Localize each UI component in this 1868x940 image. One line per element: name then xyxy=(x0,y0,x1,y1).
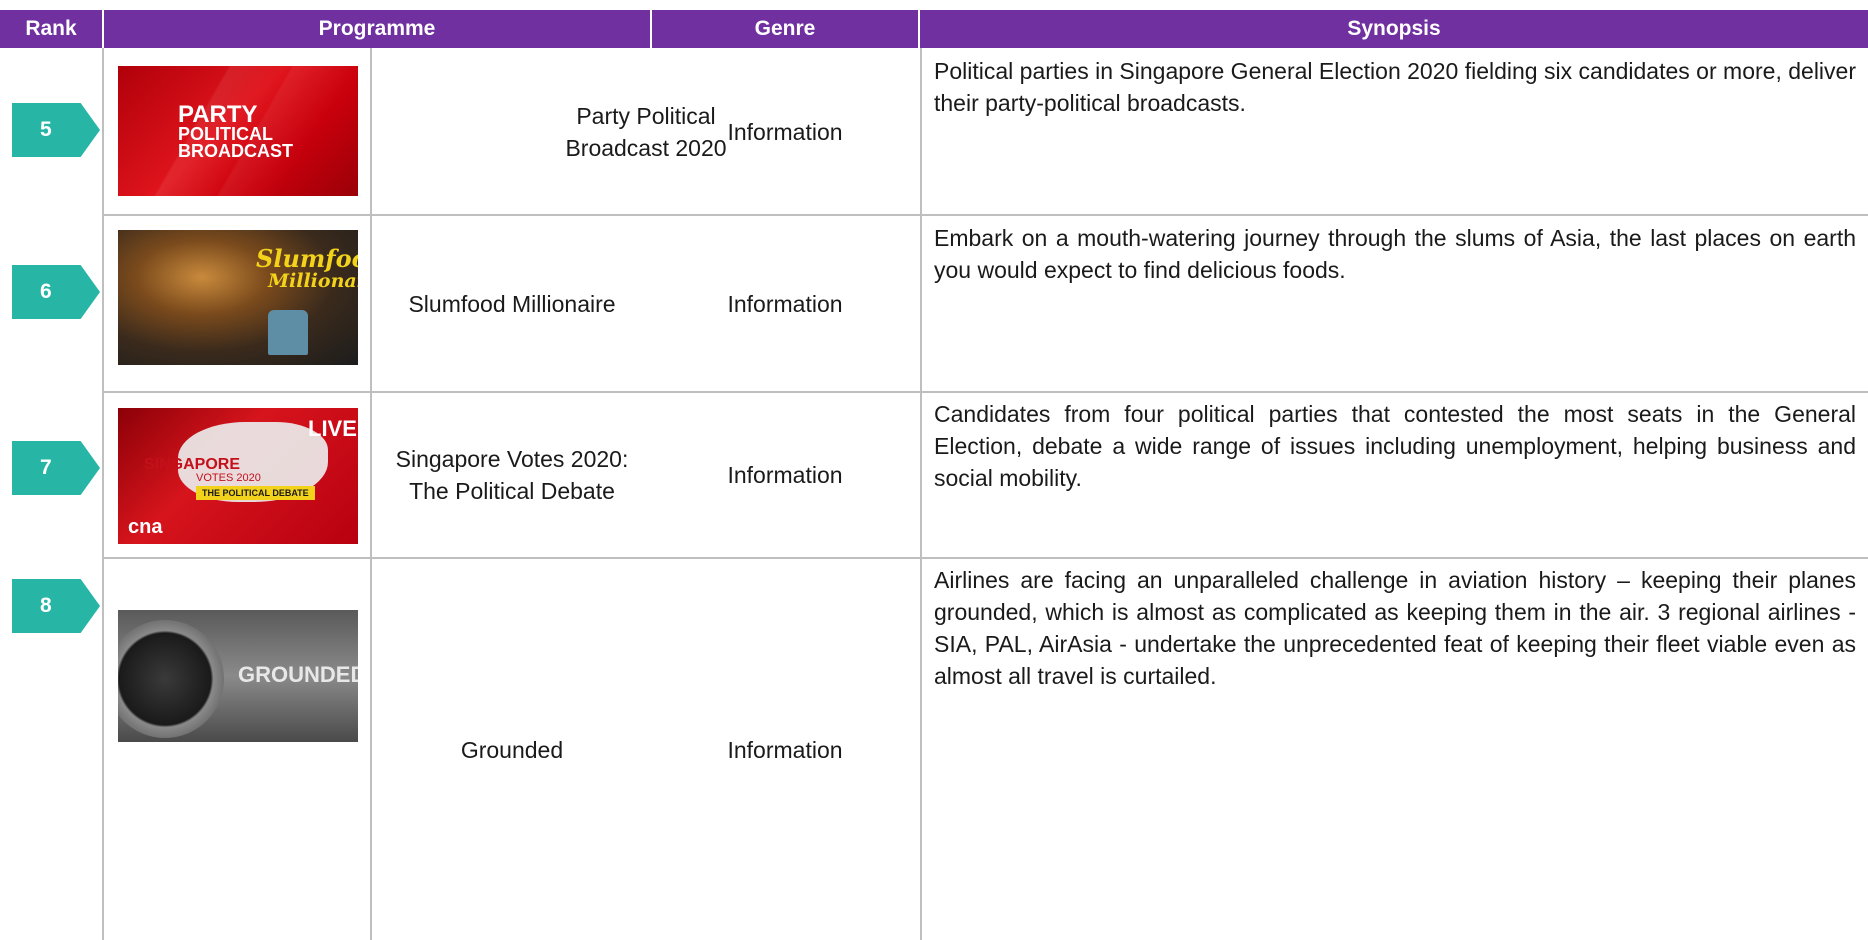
programme-name-text: Party Political Broadcast 2020 xyxy=(565,103,727,161)
header-divider xyxy=(102,10,104,48)
programme-name-text: Singapore Votes 2020: The Political Deba… xyxy=(395,446,629,504)
thumbnail-singapore-votes[interactable]: LIVE SINGAPORE VOTES 2020 THE POLITICAL … xyxy=(118,408,358,544)
thumbnail-slumfood-millionaire[interactable]: Slumfood Millionaire xyxy=(118,230,358,365)
programme-name: Slumfood Millionaire xyxy=(408,290,616,317)
grid-line xyxy=(102,48,104,940)
grid-line xyxy=(104,557,1868,559)
thumbnail-title-line: Millionaire xyxy=(268,270,358,292)
rank-badge: 8 xyxy=(12,579,100,633)
synopsis-text: Candidates from four political parties t… xyxy=(934,401,1856,491)
thumbnail-title-line: BROADCAST xyxy=(178,141,293,161)
synopsis-text: Embark on a mouth-watering journey throu… xyxy=(934,225,1856,283)
thumbnail-title-line: PARTY xyxy=(178,101,258,128)
thumbnail-title-line: SINGAPORE xyxy=(144,456,241,473)
cna-logo: cna xyxy=(128,516,163,538)
grid-line xyxy=(370,48,372,940)
genre-value: Information xyxy=(727,462,843,488)
rank-badge: 6 xyxy=(12,265,100,319)
thumbnail-title-line: THE POLITICAL DEBATE xyxy=(196,486,315,500)
programme-name: Singapore Votes 2020: The Political Deba… xyxy=(372,393,652,557)
thumbnail-party-political-broadcast[interactable]: PARTY POLITICAL BROADCAST xyxy=(118,66,358,196)
header-divider xyxy=(650,10,652,48)
thumbnail-live-label: LIVE xyxy=(308,416,357,441)
header-rank: Rank xyxy=(25,17,77,40)
thumbnail-title-line: GROUNDED xyxy=(238,662,358,687)
genre-value: Information xyxy=(727,290,843,317)
header-programme: Programme xyxy=(318,17,436,40)
genre-value: Information xyxy=(727,736,843,763)
thumbnail-title-line: Slumfood xyxy=(256,244,358,273)
table-header xyxy=(0,10,1868,48)
header-genre: Genre xyxy=(754,17,816,40)
genre-value: Information xyxy=(727,119,843,145)
rank-badge: 5 xyxy=(12,103,100,157)
synopsis-text: Airlines are facing an unparalleled chal… xyxy=(934,567,1856,689)
programme-name: Party Political Broadcast 2020 xyxy=(372,50,920,214)
thumbnail-title-line: POLITICAL xyxy=(178,124,273,144)
grid-line xyxy=(104,391,1868,393)
header-synopsis: Synopsis xyxy=(1347,17,1441,40)
grid-line xyxy=(104,214,1868,216)
rank-badge: 7 xyxy=(12,441,100,495)
grid-line xyxy=(920,48,922,940)
thumbnail-title-line: VOTES 2020 xyxy=(196,472,261,484)
header-divider xyxy=(918,10,920,48)
thumbnail-grounded[interactable]: GROUNDED xyxy=(118,610,358,742)
programme-name: Grounded xyxy=(460,736,564,763)
synopsis-text: Political parties in Singapore General E… xyxy=(934,58,1856,116)
